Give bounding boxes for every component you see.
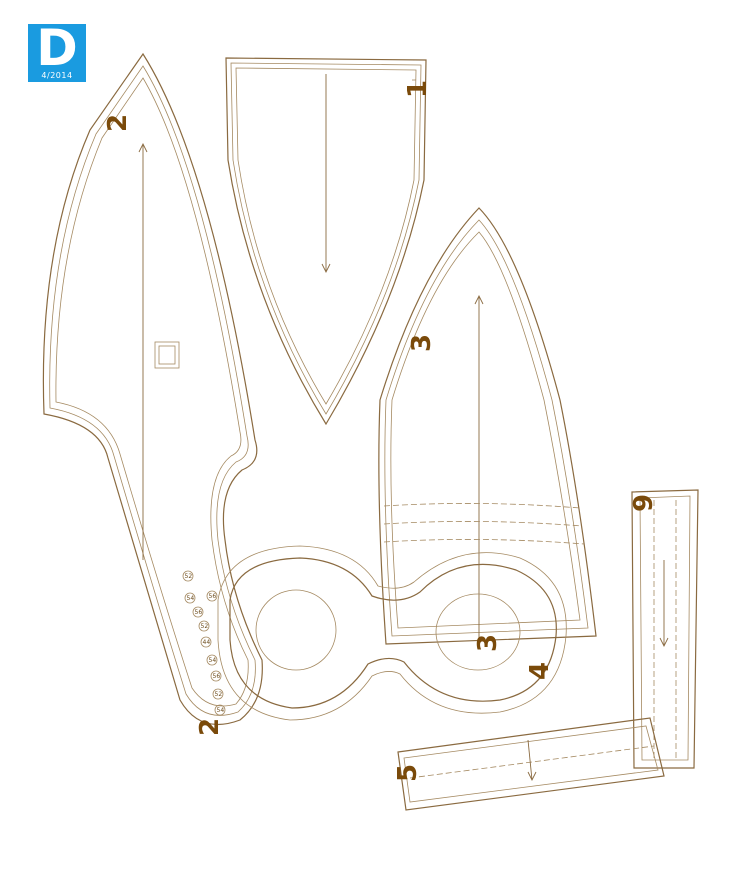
svg-text:54: 54 xyxy=(187,595,195,602)
svg-text:54: 54 xyxy=(217,707,225,714)
logo-letter: D xyxy=(36,19,78,77)
piece-number-4: 4 xyxy=(525,662,555,680)
piece-number-2-lower: 2 xyxy=(195,718,225,736)
size-mark: 54 xyxy=(184,592,196,604)
pattern-piece-eye xyxy=(217,545,567,721)
piece-number-2: 2 xyxy=(103,114,133,132)
size-mark: 52 xyxy=(212,688,224,700)
logo-issue: 4/2014 xyxy=(41,71,73,80)
piece-number-5: 5 xyxy=(393,764,423,782)
size-mark: 54 xyxy=(206,654,218,666)
svg-text:52: 52 xyxy=(215,691,223,698)
svg-text:54: 54 xyxy=(209,657,217,664)
pattern-piece-5 xyxy=(397,717,665,811)
svg-text:52: 52 xyxy=(185,573,193,580)
pattern-piece-9 xyxy=(631,489,699,769)
svg-text:44: 44 xyxy=(203,639,211,646)
size-marks: 52 54 56 52 44 54 56 52 54 56 xyxy=(182,570,226,716)
svg-text:56: 56 xyxy=(209,593,217,600)
size-mark: 52 xyxy=(182,570,194,582)
size-mark: 56 xyxy=(206,590,218,602)
pattern-piece-1 xyxy=(225,57,427,426)
piece-number-9: 9 xyxy=(629,494,659,512)
size-mark: 56 xyxy=(192,606,204,618)
size-mark: 56 xyxy=(210,670,222,682)
piece-number-3: 3 xyxy=(407,334,437,352)
size-mark: 54 xyxy=(214,704,226,716)
magazine-logo: D 4/2014 xyxy=(28,20,86,82)
svg-text:56: 56 xyxy=(195,609,203,616)
size-mark: 52 xyxy=(198,620,210,632)
svg-text:56: 56 xyxy=(213,673,221,680)
svg-text:52: 52 xyxy=(201,623,209,630)
pattern-piece-3 xyxy=(378,207,597,645)
piece-number-3-lower: 3 xyxy=(473,634,503,652)
piece-number-1: 1 xyxy=(403,80,433,98)
size-mark: 44 xyxy=(200,636,212,648)
